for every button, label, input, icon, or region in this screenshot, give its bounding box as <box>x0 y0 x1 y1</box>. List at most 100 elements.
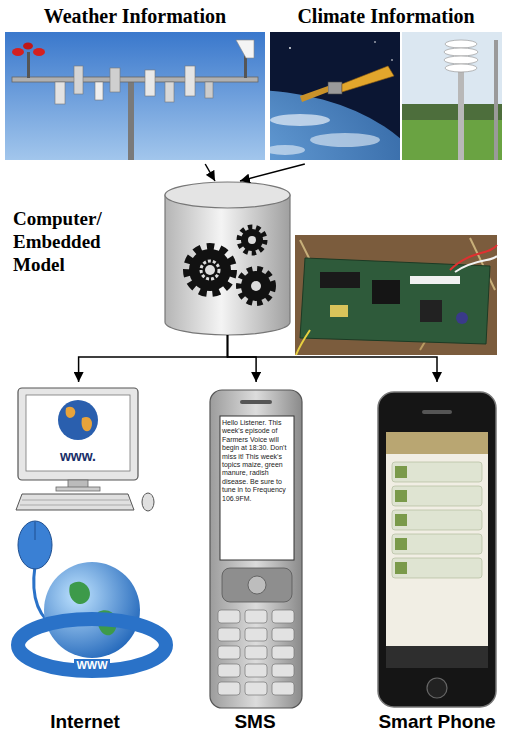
gear-symbol <box>201 261 219 279</box>
weather-station-photo <box>74 66 83 94</box>
weather-panel: Weather Information <box>5 2 265 162</box>
globe-text: WWW <box>74 659 110 671</box>
smart-phone <box>422 410 452 414</box>
circuit-board-photo <box>295 235 497 355</box>
device-label: Smart Phone <box>378 711 495 734</box>
mobile-phone <box>245 610 267 623</box>
mobile-phone <box>248 576 266 594</box>
model-cylinder <box>165 182 290 335</box>
rain-gauge-photo <box>494 40 498 160</box>
gear-symbol <box>248 236 256 244</box>
sms-device: SMS <box>200 382 310 736</box>
internet-device: Internet <box>5 382 165 736</box>
gear-symbol <box>241 229 263 251</box>
screen-text: www. <box>26 448 130 465</box>
smart-phone <box>392 558 482 578</box>
arrow-connector <box>228 335 257 382</box>
circuit-board-photo <box>420 300 442 322</box>
satellite-photo <box>270 32 400 160</box>
device-label: SMS <box>234 711 275 734</box>
satellite-photo <box>270 145 305 155</box>
smart-phone <box>395 466 407 478</box>
rain-gauge-photo <box>402 32 502 122</box>
circuit-board-photo <box>410 276 460 284</box>
rain-gauge-photo <box>445 40 477 48</box>
mobile-phone <box>272 628 294 641</box>
www-globe <box>18 619 166 671</box>
circuit-board-photo <box>450 245 497 270</box>
satellite-photo <box>310 133 380 147</box>
computer-monitor <box>26 395 130 471</box>
computer-monitor <box>22 500 129 501</box>
weather-station-photo <box>95 82 103 100</box>
mobile-phone <box>240 400 272 404</box>
device-label: Internet <box>50 711 120 734</box>
circuit-board-photo <box>296 330 310 355</box>
mobile-phone <box>210 390 302 708</box>
rain-gauge-photo <box>444 48 478 56</box>
panel-heading: Climate Information <box>297 4 474 28</box>
satellite-photo <box>300 86 328 102</box>
model-cylinder: Computer/ Embedded Model <box>165 180 290 335</box>
smart-phone <box>427 678 447 698</box>
mobile-phone <box>245 646 267 659</box>
computer-monitor <box>20 505 131 506</box>
weather-station-photo <box>236 40 254 58</box>
weather-station-photo <box>27 52 30 78</box>
mobile-phone <box>218 628 240 641</box>
rain-gauge-photo <box>402 120 502 160</box>
arrow-connector <box>205 164 215 181</box>
weather-station-photo <box>145 70 155 96</box>
smart-phone <box>395 514 407 526</box>
model-cylinder <box>165 182 290 208</box>
smart-phone <box>378 392 496 707</box>
computer-monitor <box>56 487 100 491</box>
circuit-board-photo <box>300 258 490 344</box>
mobile-phone <box>218 682 240 695</box>
weather-station-photo <box>128 80 134 160</box>
arrow-connector <box>240 164 305 181</box>
computer-monitor <box>58 400 98 440</box>
computer-monitor <box>16 388 154 511</box>
mobile-phone <box>210 390 302 708</box>
side-heading: Computer/ Embedded Model <box>13 208 153 276</box>
mobile-phone <box>218 610 240 623</box>
circuit-board-photo <box>372 280 400 304</box>
computer-monitor <box>82 417 92 431</box>
mobile-phone <box>245 628 267 641</box>
rain-gauge-photo <box>402 32 502 160</box>
arrow-connector <box>228 335 438 382</box>
satellite-photo <box>270 114 330 126</box>
weather-station-photo <box>185 66 195 96</box>
computer-monitor <box>16 494 134 510</box>
gear-symbol <box>240 270 272 302</box>
smart-phone <box>392 534 482 554</box>
smart-phone <box>392 510 482 530</box>
weather-station-photo <box>12 48 24 56</box>
mobile-phone <box>272 610 294 623</box>
gear-symbol <box>251 281 261 291</box>
smart-phone <box>386 432 488 454</box>
mobile-phone <box>222 568 292 602</box>
smart-phone <box>378 392 496 707</box>
rain-gauge-photo <box>402 104 502 120</box>
www-globe <box>44 562 140 658</box>
satellite-photo <box>289 47 291 49</box>
smart-phone <box>386 646 488 668</box>
mobile-phone <box>245 664 267 677</box>
panel-heading: Weather Information <box>44 4 226 28</box>
smart-phone <box>395 490 407 502</box>
weather-station-photo <box>5 32 265 160</box>
rain-gauge-photo <box>445 64 477 72</box>
computer-monitor <box>142 493 154 511</box>
smartphone-device: Smart Phone <box>372 382 502 736</box>
mobile-phone <box>245 682 267 695</box>
satellite-photo <box>328 82 342 94</box>
gear-symbol <box>188 248 232 292</box>
circuit-board-photo <box>330 305 348 317</box>
computer-monitor <box>66 407 76 418</box>
satellite-photo <box>374 41 376 43</box>
mobile-phone <box>218 646 240 659</box>
